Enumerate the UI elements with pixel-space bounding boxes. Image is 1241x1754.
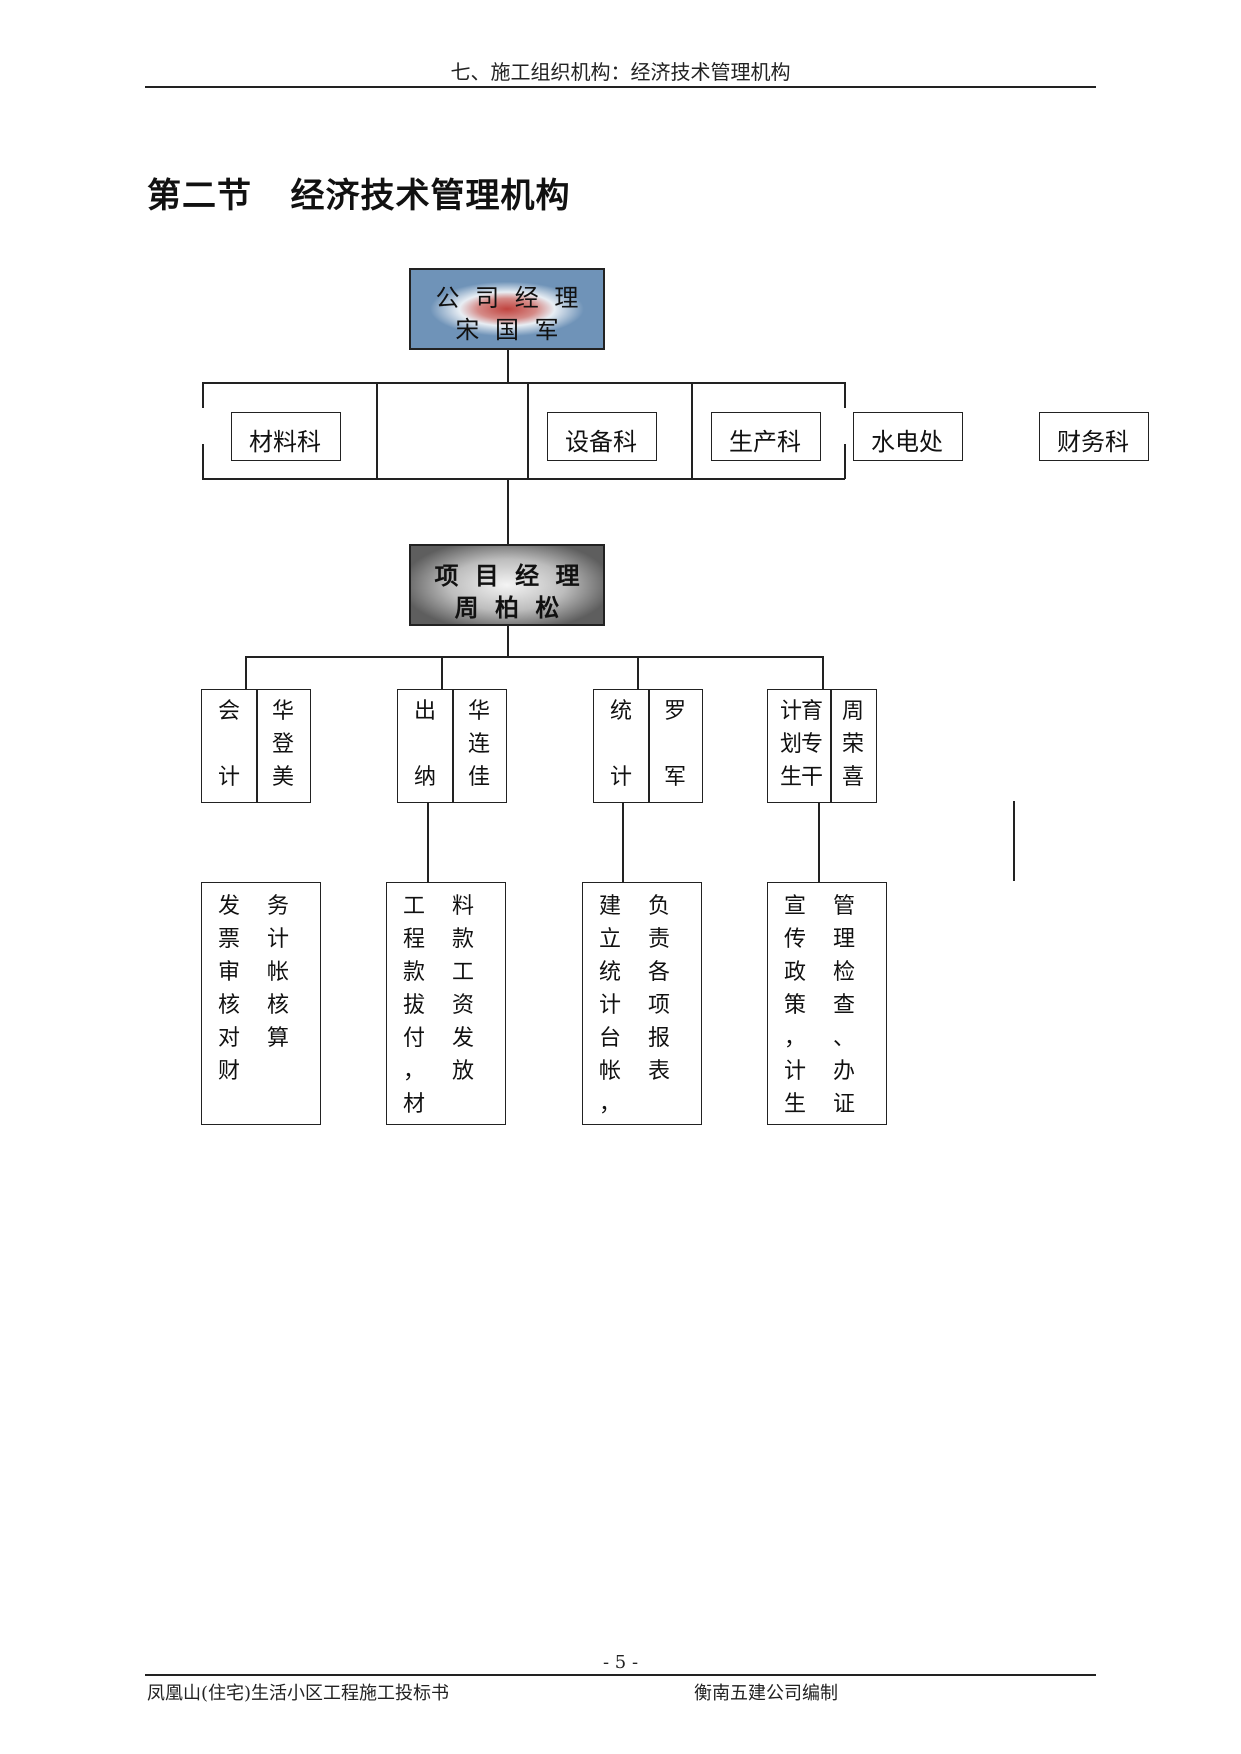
section-title: 第二节 经济技术管理机构 — [147, 176, 571, 216]
dept-label-water-electric: 水电处 — [871, 428, 943, 456]
staff-name-family-planning: 周荣喜 — [841, 699, 864, 790]
footer-document-title: 凤凰山(住宅)生活小区工程施工投标书 — [147, 1683, 450, 1704]
company-manager-box: 公 司 经 理 宋 国 军 — [409, 268, 605, 350]
staff-drop-2 — [441, 656, 443, 690]
project-manager-name: 周 柏 松 — [454, 594, 564, 622]
connector-ceo-down — [507, 350, 509, 382]
dept-label-finance: 财务科 — [1057, 428, 1129, 456]
header-rule — [145, 86, 1096, 88]
dept-frame-left-top — [202, 382, 204, 408]
project-manager-role: 项 目 经 理 — [434, 562, 584, 590]
duty-col2-family-planning: 管理检查、办证 — [832, 894, 855, 1117]
company-manager-role: 公 司 经 理 — [435, 284, 583, 312]
dept-frame-right-top — [844, 382, 846, 408]
connector-to-pm — [507, 479, 509, 544]
staff-role-accountant: 会计 — [217, 699, 240, 790]
staff-drop-1 — [245, 656, 247, 690]
footer-company: 衡南五建公司编制 — [694, 1683, 838, 1704]
staff-box-divider — [830, 690, 832, 802]
dept-box-equipment: 设备科 — [547, 412, 657, 461]
dept-box-materials: 材料科 — [231, 412, 341, 461]
company-manager-name: 宋 国 军 — [455, 316, 563, 344]
dept-frame-div1 — [376, 382, 378, 479]
dept-label-production: 生产科 — [729, 428, 801, 456]
dept-frame-div3 — [691, 382, 693, 479]
dept-label-equipment: 设备科 — [565, 428, 637, 456]
staff-role-cashier: 出纳 — [413, 699, 436, 790]
page-header-title: 七、施工组织机构：经济技术管理机构 — [450, 60, 791, 84]
staff-box-cashier: 出纳 华连佳 — [397, 689, 507, 803]
dept-frame-bottom — [202, 478, 845, 480]
project-manager-box: 项 目 经 理 周 柏 松 — [409, 544, 605, 626]
staff-bus — [245, 656, 823, 658]
staff-role-statistics: 统计 — [609, 699, 632, 790]
duty-connector-4 — [818, 803, 820, 882]
duty-box-cashier: 工程款拔付，材 料款工资发放 — [386, 882, 506, 1125]
staff-drop-3 — [637, 656, 639, 690]
staff-name-statistics: 罗军 — [663, 699, 686, 790]
stray-vertical-line — [1013, 801, 1015, 881]
duty-col1-cashier: 工程款拔付，材 — [402, 894, 425, 1117]
staff-role-family-planning: 计育划专生干 — [779, 699, 823, 790]
duty-box-accounting: 发票审核对财 务计帐核算 — [201, 882, 321, 1125]
duty-col2-accounting: 务计帐核算 — [266, 894, 289, 1051]
duty-col2-statistics: 负责各项报表 — [647, 894, 670, 1084]
duty-box-family-planning: 宣传政策，计生 管理检查、办证 — [767, 882, 887, 1125]
staff-box-accountant: 会计 华登美 — [201, 689, 311, 803]
dept-label-materials: 材料科 — [249, 428, 321, 456]
dept-box-production: 生产科 — [711, 412, 821, 461]
page-number: - 5 - — [602, 1652, 639, 1673]
dept-box-water-electric: 水电处 — [853, 412, 963, 461]
staff-box-statistics: 统计 罗军 — [593, 689, 703, 803]
duty-col1-family-planning: 宣传政策，计生 — [783, 894, 806, 1117]
staff-drop-4 — [822, 656, 824, 690]
duty-col2-cashier: 料款工资发放 — [451, 894, 474, 1084]
dept-frame-top — [202, 382, 845, 384]
staff-box-divider — [256, 690, 258, 802]
duty-col1-accounting: 发票审核对财 — [217, 894, 240, 1084]
staff-box-divider — [648, 690, 650, 802]
staff-box-divider — [452, 690, 454, 802]
footer-rule — [145, 1674, 1096, 1676]
connector-pm-down — [507, 626, 509, 657]
dept-frame-left-bottom — [202, 444, 204, 479]
dept-box-finance: 财务科 — [1039, 412, 1149, 461]
duty-connector-2 — [427, 803, 429, 882]
duty-connector-3 — [622, 803, 624, 882]
staff-name-cashier: 华连佳 — [467, 699, 490, 790]
duty-box-statistics: 建立统计台帐， 负责各项报表 — [582, 882, 702, 1125]
staff-name-accountant: 华登美 — [271, 699, 294, 790]
dept-frame-div2 — [527, 382, 529, 479]
duty-col1-statistics: 建立统计台帐， — [598, 894, 621, 1117]
staff-box-family-planning: 计育划专生干 周荣喜 — [767, 689, 877, 803]
dept-frame-right-bottom — [844, 444, 846, 479]
